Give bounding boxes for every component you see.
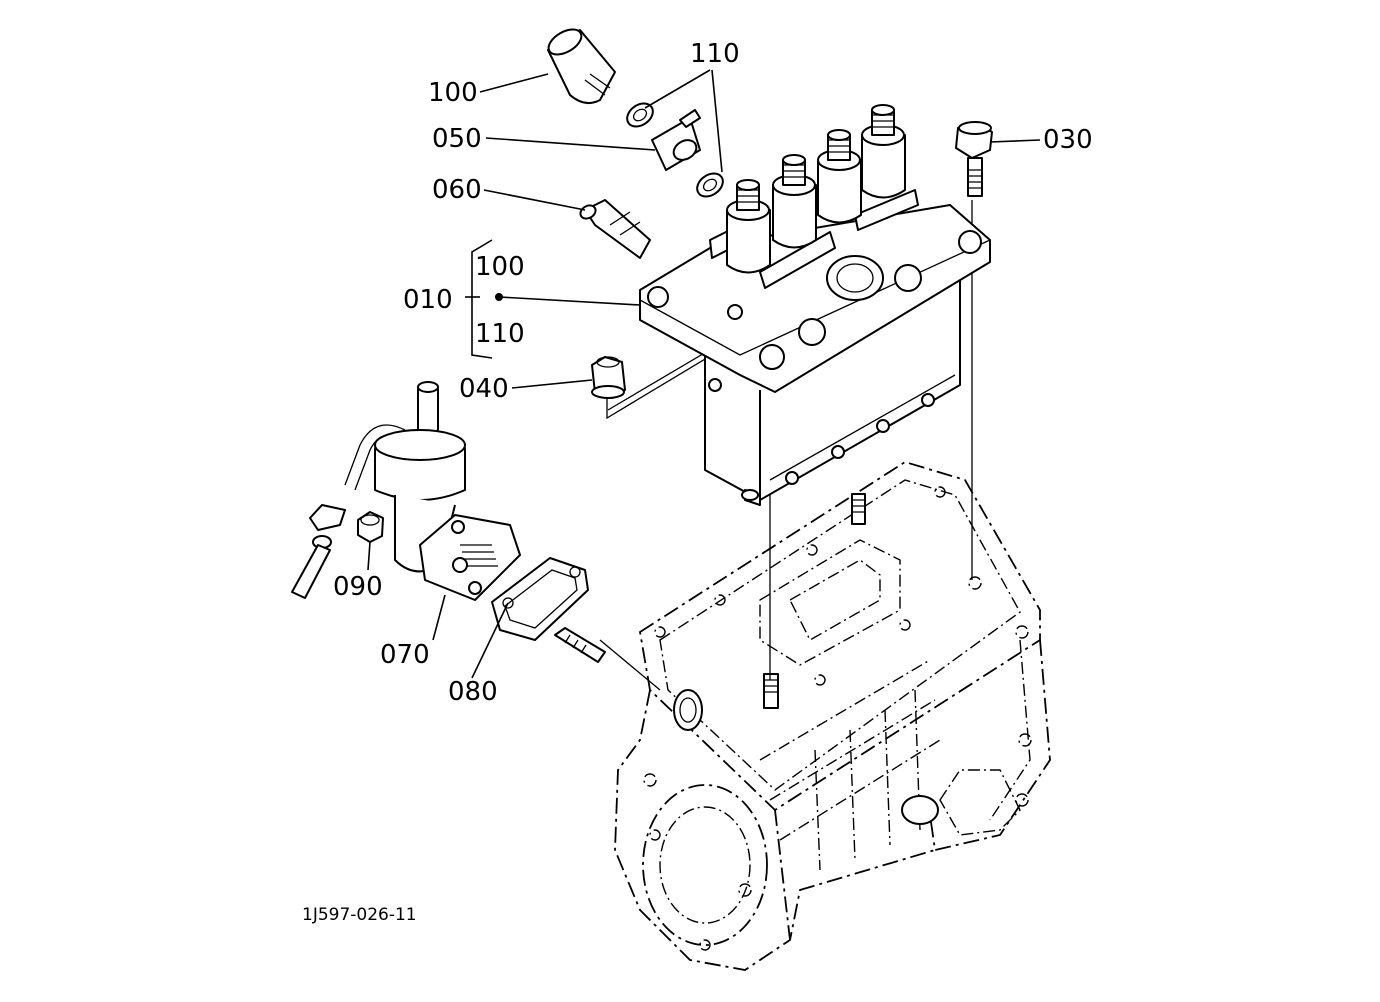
callout-010: 010 [403,285,453,315]
part-050-fitting [651,109,701,171]
delivery-valve-holder-1 [726,179,771,274]
callout-labels: 100 110 050 030 060 100 010 110 040 090 … [302,39,1093,925]
part-110-washer-lower [696,172,724,198]
reference-dot-010 [495,293,503,301]
part-030-bolt [955,121,993,197]
callout-070: 070 [380,640,430,670]
fuel-hose-clip [291,504,346,599]
callout-110: 110 [690,39,740,69]
callout-090: 090 [333,572,383,602]
delivery-valve-holder-4 [861,104,906,199]
callout-010-sub-110: 110 [475,319,525,349]
callout-010-sub-100: 100 [475,252,525,282]
part-090-nut [357,511,384,543]
callout-060: 060 [432,175,482,205]
housing-stud-front [763,673,779,709]
part-110-washer-upper [626,102,654,128]
part-080-gasket [491,557,589,641]
feed-pump-stud [554,627,606,663]
callout-080: 080 [448,677,498,707]
part-100-banjo-bolt [547,28,616,105]
pump-housing [614,461,1051,971]
callout-040: 040 [459,374,509,404]
part-040-nut [591,356,626,399]
leader-lines [367,69,1041,679]
figure-code: 1J597-026-11 [302,905,417,925]
part-060-bleeder [579,199,651,259]
injection-pump [639,104,991,506]
callout-030: 030 [1043,125,1093,155]
fuel-feed-pump [344,381,521,601]
callout-100: 100 [428,78,478,108]
housing-stud-rear [851,493,866,525]
callout-050: 050 [432,124,482,154]
delivery-valve-holder-2 [772,154,817,249]
delivery-valve-holder-3 [817,129,862,224]
